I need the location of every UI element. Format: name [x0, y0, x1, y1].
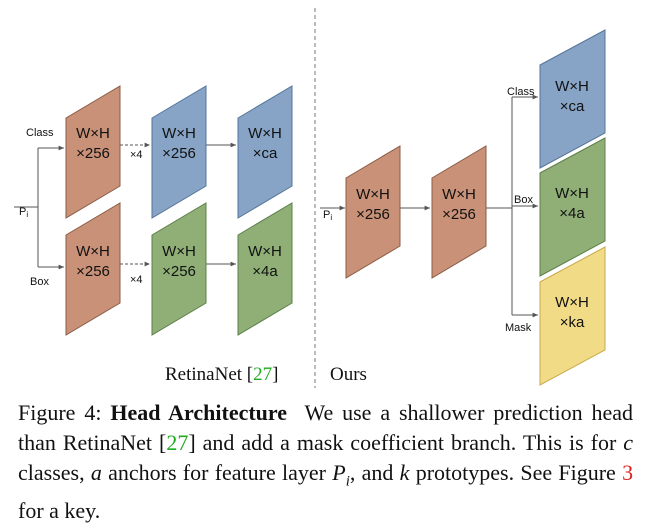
- retinanet-repeat-class: ×4: [130, 149, 143, 161]
- caption-ref-1: [27]: [159, 430, 196, 455]
- retinanet-class-label: Class: [26, 127, 54, 139]
- svg-text:W×H: W×H: [162, 243, 196, 260]
- svg-text:×256: ×256: [76, 263, 110, 280]
- ours-class-label: Class: [507, 86, 535, 98]
- ours-trunk-tile-1: W×H ×256: [345, 145, 401, 279]
- retinanet-repeat-box: ×4: [130, 274, 143, 286]
- svg-text:W×H: W×H: [555, 78, 589, 95]
- svg-text:×ka: ×ka: [560, 314, 585, 331]
- ours-section-title: Ours: [330, 364, 367, 385]
- retinanet-class-tile-2: W×H ×256: [151, 85, 207, 219]
- svg-text:×256: ×256: [162, 263, 196, 280]
- retinanet-box-tile-3: W×H ×4a: [237, 202, 293, 336]
- caption-var-k: k: [399, 460, 410, 485]
- svg-text:×256: ×256: [76, 145, 110, 162]
- caption-title: Head Architecture: [110, 400, 288, 425]
- svg-text:W×H: W×H: [248, 243, 282, 260]
- caption-var-c: c: [623, 430, 634, 455]
- ours-trunk-tile-2: W×H ×256: [431, 145, 487, 279]
- retinanet-section-title: RetinaNet [27]: [165, 364, 278, 385]
- ours-connectors: [320, 94, 538, 318]
- ours-box-label: Box: [514, 194, 533, 206]
- svg-text:W×H: W×H: [555, 294, 589, 311]
- svg-text:W×H: W×H: [76, 243, 110, 260]
- figure-caption: Figure 4: Head Architecture We use a sha…: [18, 398, 633, 526]
- ours-mask-label: Mask: [505, 322, 532, 334]
- head-architecture-diagram: Pi Class Box ×4 ×4 W×H ×256 W×H ×256 W×H…: [14, 8, 606, 388]
- retinanet-box-label: Box: [30, 276, 49, 288]
- retinanet-class-tile-1: W×H ×256: [65, 85, 121, 219]
- svg-text:×256: ×256: [356, 206, 390, 223]
- svg-text:W×H: W×H: [356, 186, 390, 203]
- caption-text-1: We use a shallower prediction head than …: [18, 400, 634, 455]
- caption-text-5: , and: [349, 460, 394, 485]
- caption-var-p: Pi: [332, 460, 350, 490]
- caption-figure-label: Figure 4:: [18, 400, 102, 425]
- caption-text-4: anchors for feature layer: [108, 460, 326, 485]
- retinanet-box-tile-2: W×H ×256: [151, 202, 207, 336]
- caption-var-a: a: [90, 460, 102, 485]
- retinanet-connectors: [14, 142, 236, 270]
- ours-box-head-tile: W×H ×4a: [539, 137, 606, 277]
- svg-text:W×H: W×H: [555, 185, 589, 202]
- caption-ref-1-link[interactable]: 27: [166, 430, 189, 455]
- svg-text:×256: ×256: [162, 145, 196, 162]
- svg-text:W×H: W×H: [248, 125, 282, 142]
- svg-text:×256: ×256: [442, 206, 476, 223]
- svg-text:W×H: W×H: [162, 125, 196, 142]
- ours-class-head-tile: W×H ×ca: [539, 29, 606, 169]
- svg-text:W×H: W×H: [442, 186, 476, 203]
- svg-text:W×H: W×H: [76, 125, 110, 142]
- ours-mask-head-tile: W×H ×ka: [539, 246, 606, 386]
- caption-ref-2-link[interactable]: 3: [622, 460, 634, 485]
- retinanet-input-label: Pi: [19, 206, 28, 219]
- svg-text:×4a: ×4a: [252, 263, 278, 280]
- caption-text-3: classes,: [18, 460, 85, 485]
- caption-text-2: and add a mask coefficient branch. This …: [202, 430, 617, 455]
- ours-input-label: Pi: [323, 209, 332, 222]
- svg-text:×ca: ×ca: [253, 145, 278, 162]
- caption-text-7: for a key.: [18, 498, 101, 524]
- svg-text:×4a: ×4a: [559, 205, 585, 222]
- caption-text-6: prototypes. See Figure: [415, 460, 616, 485]
- retinanet-box-tile-1: W×H ×256: [65, 202, 121, 336]
- svg-text:×ca: ×ca: [560, 98, 585, 115]
- retinanet-class-tile-3: W×H ×ca: [237, 85, 293, 219]
